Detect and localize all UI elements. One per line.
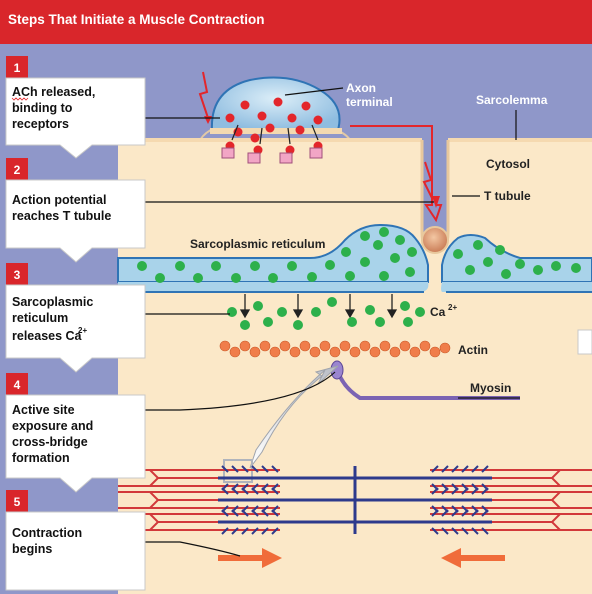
contraction-arrow-right <box>218 548 282 568</box>
contraction-arrow-left <box>441 548 505 568</box>
step-2-number: 2 <box>14 163 21 177</box>
axon-terminal <box>210 76 342 164</box>
step-1-number: 1 <box>14 61 21 75</box>
leader-lines <box>145 87 520 557</box>
label-sarcoplasmic-reticulum: Sarcoplasmic reticulum <box>190 237 325 251</box>
label-myosin: Myosin <box>470 381 511 395</box>
step-3: 3 Sarcoplasmic reticulum releases Ca 2+ <box>5 263 146 373</box>
label-terminal: terminal <box>346 95 393 109</box>
actin-filament <box>219 340 451 358</box>
released-calcium-ions <box>227 297 413 330</box>
step-3-superscript: 2+ <box>78 326 87 335</box>
label-calcium: Ca <box>430 305 446 319</box>
t-tubule-bulb <box>421 226 449 254</box>
label-calcium-sup: 2+ <box>448 303 457 312</box>
label-sarcolemma: Sarcolemma <box>476 93 548 107</box>
step-5-number: 5 <box>14 495 21 509</box>
action-potential-path <box>350 125 443 223</box>
myosin-molecule <box>330 360 520 400</box>
ach-arrows <box>231 124 319 145</box>
action-potential-zigzag-1 <box>198 71 209 119</box>
step-2-text: Action potential reaches T tubule <box>12 193 111 223</box>
step-5-text: Contraction begins <box>12 526 86 556</box>
label-cytosol: Cytosol <box>486 157 530 171</box>
sr-calcium-ions <box>137 227 581 283</box>
step-4: 4 Active site exposure and cross-bridge … <box>5 373 146 493</box>
step-2: 2 Action potential reaches T tubule <box>5 158 146 263</box>
step-4-text: Active site exposure and cross-bridge fo… <box>12 403 97 465</box>
label-axon: Axon <box>346 81 376 95</box>
edge-tab <box>577 329 592 355</box>
label-actin: Actin <box>458 343 488 357</box>
calcium-release-arrows <box>239 294 398 319</box>
sarcomere <box>118 465 592 535</box>
sr-left <box>117 223 429 283</box>
zoom-pointer <box>249 365 339 469</box>
step-5: 5 Contraction begins <box>5 490 146 591</box>
step-1: 1 ACh released, binding to receptors <box>5 56 146 159</box>
calcium-legend-dot <box>415 307 425 317</box>
step-1-text: ACh released, binding to receptors <box>12 85 99 131</box>
diagram-title: Steps That Initiate a Muscle Contraction <box>8 12 265 27</box>
step-3-number: 3 <box>14 268 21 282</box>
ach-vesicles <box>225 97 323 143</box>
title-bar: Steps That Initiate a Muscle Contraction <box>0 0 592 44</box>
t-tubule <box>422 132 448 252</box>
step-3-text: Sarcoplasmic reticulum releases Ca <box>12 295 97 343</box>
ach-receptors <box>221 147 323 164</box>
label-t-tubule: T tubule <box>484 189 531 203</box>
step-4-number: 4 <box>14 378 21 392</box>
